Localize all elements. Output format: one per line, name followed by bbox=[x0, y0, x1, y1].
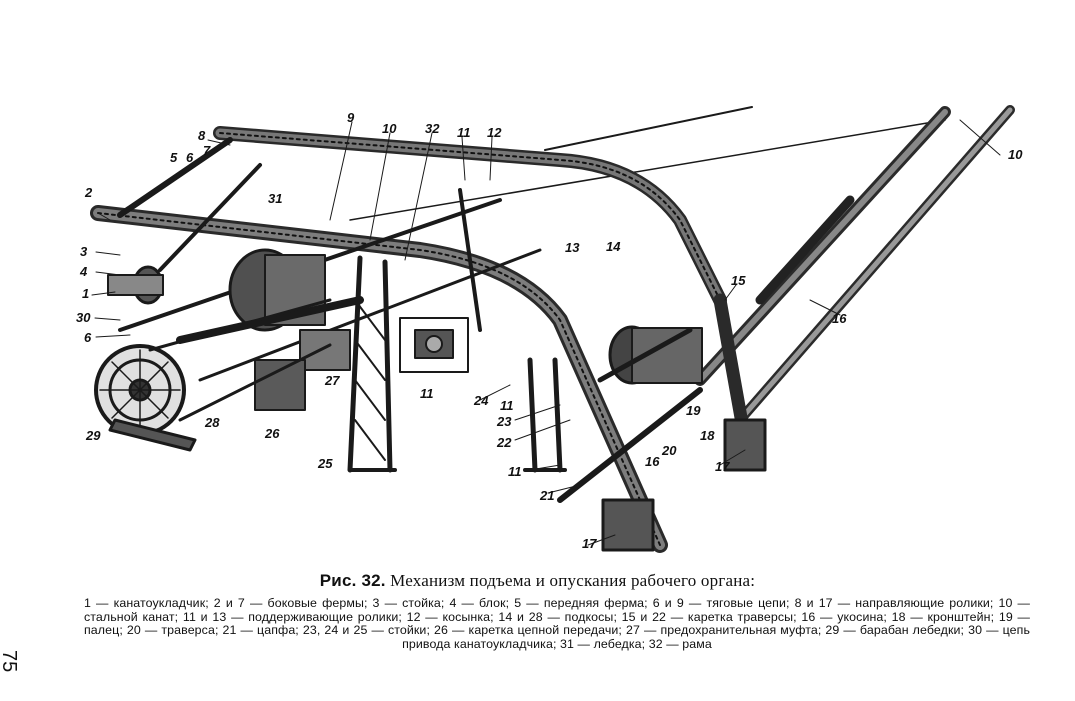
callout-12: 12 bbox=[487, 125, 502, 140]
figure-title: Механизм подъема и опускания рабочего ор… bbox=[390, 571, 756, 590]
callout-17b: 17 bbox=[582, 536, 597, 551]
callout-26: 26 bbox=[264, 426, 280, 441]
callout-32: 32 bbox=[425, 121, 440, 136]
callout-9: 9 bbox=[347, 110, 355, 125]
callout-21: 21 bbox=[539, 488, 554, 503]
callout-29: 29 bbox=[85, 428, 101, 443]
callout-16b: 16 bbox=[645, 454, 660, 469]
callout-25: 25 bbox=[317, 456, 333, 471]
callout-11c: 11 bbox=[500, 398, 514, 413]
callout-22: 22 bbox=[496, 435, 512, 450]
callout-17a: 17 bbox=[715, 459, 730, 474]
callout-11a: 11 bbox=[457, 125, 471, 140]
callout-2: 2 bbox=[84, 185, 93, 200]
callout-11b: 11 bbox=[420, 386, 434, 401]
callout-16: 16 bbox=[832, 311, 847, 326]
callout-24: 24 bbox=[473, 393, 489, 408]
callout-4: 4 bbox=[79, 264, 88, 279]
callout-19: 19 bbox=[686, 403, 701, 418]
callout-30: 30 bbox=[76, 310, 91, 325]
callout-10b: 10 bbox=[1008, 147, 1023, 162]
callout-3: 3 bbox=[80, 244, 88, 259]
figure-legend: 1 — канатоукладчик; 2 и 7 — боковые ферм… bbox=[84, 596, 1030, 651]
callout-13: 13 bbox=[565, 240, 580, 255]
callout-15: 15 bbox=[731, 273, 746, 288]
callout-31: 31 bbox=[268, 191, 282, 206]
figure-caption-title: Рис. 32. Механизм подъема и опускания ра… bbox=[0, 571, 1075, 591]
callout-27: 27 bbox=[324, 373, 340, 388]
page-number: 75 bbox=[0, 650, 20, 673]
callout-11d: 11 bbox=[508, 464, 522, 479]
callout-14: 14 bbox=[606, 239, 621, 254]
callout-6b: 6 bbox=[84, 330, 92, 345]
figure-number: Рис. 32. bbox=[319, 571, 386, 590]
callout-7: 7 bbox=[203, 143, 211, 158]
callout-1: 1 bbox=[82, 286, 89, 301]
callout-5: 5 bbox=[170, 150, 178, 165]
callout-10: 10 bbox=[382, 121, 397, 136]
callout-20: 20 bbox=[661, 443, 677, 458]
callout-8: 8 bbox=[198, 128, 206, 143]
callout-23: 23 bbox=[496, 414, 512, 429]
callout-6: 6 bbox=[186, 150, 194, 165]
callout-28: 28 bbox=[204, 415, 220, 430]
callout-18: 18 bbox=[700, 428, 715, 443]
